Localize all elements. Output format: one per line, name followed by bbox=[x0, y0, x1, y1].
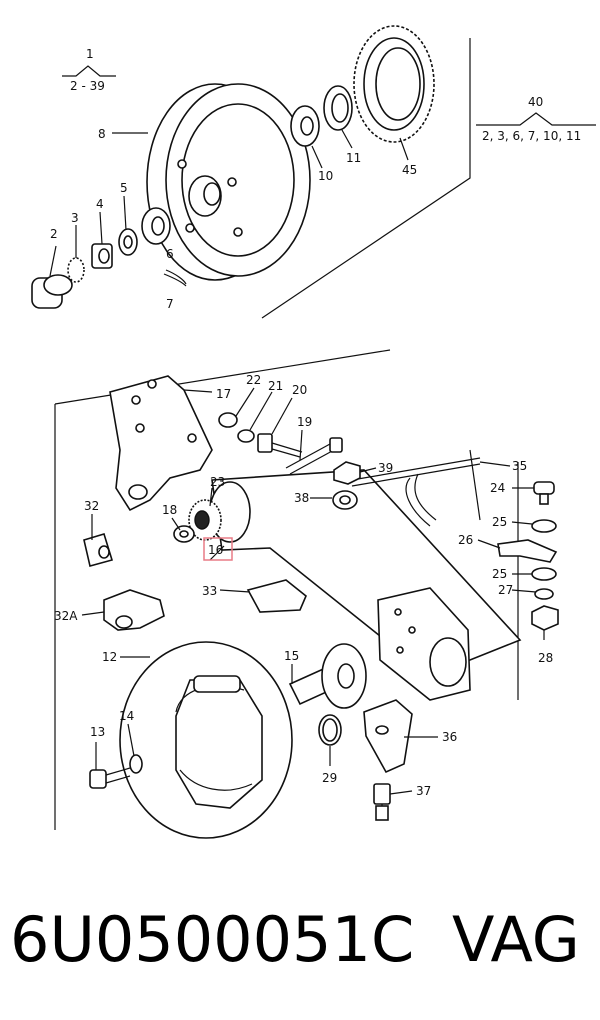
label-18: 18 bbox=[162, 503, 177, 517]
clip-32a bbox=[103, 589, 165, 631]
bracket-26 bbox=[497, 539, 558, 563]
clamp-33 bbox=[246, 579, 307, 613]
nut-28 bbox=[531, 605, 559, 631]
brake-backing-plate bbox=[119, 641, 293, 839]
brake-drum bbox=[146, 83, 311, 281]
wheel-bearing-outer bbox=[290, 105, 320, 147]
bolt-24 bbox=[533, 481, 555, 505]
label-4: 4 bbox=[96, 197, 104, 211]
group-40-range: 2, 3, 6, 7, 10, 11 bbox=[482, 129, 581, 143]
label-24: 24 bbox=[490, 481, 505, 495]
label-2: 2 bbox=[50, 227, 58, 241]
label-12: 12 bbox=[102, 650, 117, 664]
part-number: 6U0500051C bbox=[10, 903, 415, 976]
exploded-parts-diagram: 1 2 - 39 40 2, 3, 6, 7, 10, 11 bbox=[31, 25, 596, 839]
label-26: 26 bbox=[458, 533, 473, 547]
bolt-19 bbox=[285, 437, 343, 475]
label-11: 11 bbox=[346, 151, 361, 165]
label-35: 35 bbox=[512, 459, 527, 473]
castle-nut bbox=[91, 243, 113, 269]
seal-ring bbox=[323, 85, 353, 131]
label-33: 33 bbox=[202, 584, 217, 598]
washer-25-top bbox=[531, 519, 557, 533]
label-19: 19 bbox=[297, 415, 312, 429]
cotter-ring bbox=[67, 257, 85, 283]
bolt-13 bbox=[89, 767, 131, 789]
label-13: 13 bbox=[90, 725, 105, 739]
label-23: 23 bbox=[210, 475, 225, 489]
rubber-bushing bbox=[188, 499, 222, 541]
label-37: 37 bbox=[416, 784, 431, 798]
washer-25-bottom bbox=[531, 567, 557, 581]
label-36: 36 bbox=[442, 730, 457, 744]
label-17: 17 bbox=[216, 387, 231, 401]
label-8: 8 bbox=[98, 127, 106, 141]
label-10: 10 bbox=[318, 169, 333, 183]
group-1-range: 2 - 39 bbox=[70, 79, 105, 93]
spring-washer-27 bbox=[534, 588, 554, 600]
washer-14 bbox=[129, 754, 143, 774]
label-20: 20 bbox=[292, 383, 307, 397]
brake-line bbox=[351, 449, 481, 527]
group-1-number: 1 bbox=[86, 47, 94, 61]
thrust-washer bbox=[118, 228, 138, 256]
highlight-box bbox=[203, 537, 233, 561]
label-15: 15 bbox=[284, 649, 299, 663]
label-45: 45 bbox=[402, 163, 417, 177]
label-32: 32 bbox=[84, 499, 99, 513]
label-7: 7 bbox=[166, 297, 174, 311]
label-32a: 32A bbox=[54, 609, 78, 623]
group-40-number: 40 bbox=[528, 95, 543, 109]
abs-tone-ring bbox=[353, 25, 435, 143]
label-22: 22 bbox=[246, 373, 261, 387]
caption: 6U0500051C VAG bbox=[0, 895, 600, 985]
label-38: 38 bbox=[294, 491, 309, 505]
label-29: 29 bbox=[322, 771, 337, 785]
brand-name: VAG bbox=[452, 903, 580, 976]
axle-end-plate bbox=[377, 587, 471, 701]
label-21: 21 bbox=[268, 379, 283, 393]
washer-38 bbox=[332, 490, 358, 510]
group-40-bracket: 40 2, 3, 6, 7, 10, 11 bbox=[476, 95, 596, 143]
label-6: 6 bbox=[166, 247, 174, 261]
bushing-18 bbox=[173, 525, 195, 543]
label-25-top: 25 bbox=[492, 515, 507, 529]
label-27: 27 bbox=[498, 583, 513, 597]
group-1-bracket: 1 2 - 39 bbox=[62, 47, 116, 93]
washer-22 bbox=[218, 412, 238, 428]
stub-axle bbox=[288, 643, 367, 709]
label-39: 39 bbox=[378, 461, 393, 475]
grease-cap bbox=[31, 274, 73, 309]
o-ring-29 bbox=[318, 714, 342, 746]
label-25-bottom: 25 bbox=[492, 567, 507, 581]
label-16: 16 bbox=[208, 543, 223, 557]
bracket-36 bbox=[363, 699, 413, 774]
label-14: 14 bbox=[119, 709, 134, 723]
wheel-bearing-inner bbox=[141, 207, 171, 245]
axle-beam bbox=[209, 469, 522, 677]
label-3: 3 bbox=[71, 211, 79, 225]
clip-32 bbox=[83, 533, 114, 567]
part-labels: 8 2 3 4 5 6 7 10 11 45 17 22 21 20 19 39… bbox=[50, 127, 553, 798]
mounting-bracket bbox=[109, 375, 213, 512]
label-5: 5 bbox=[120, 181, 128, 195]
leader-lines bbox=[49, 129, 545, 795]
spring-washer-21 bbox=[237, 429, 255, 443]
nut-39 bbox=[333, 461, 361, 485]
label-28: 28 bbox=[538, 651, 553, 665]
bolt-20 bbox=[257, 433, 303, 458]
bolt-37 bbox=[373, 783, 391, 821]
cotter-pin bbox=[163, 269, 187, 287]
